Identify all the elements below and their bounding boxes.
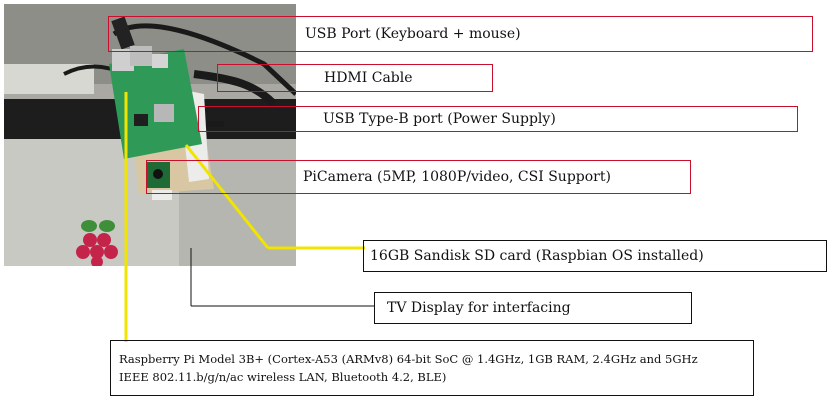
- callout-sd-card-text: 16GB Sandisk SD card (Raspbian OS instal…: [370, 248, 704, 264]
- callout-usb-port: USB Port (Keyboard + mouse): [108, 16, 813, 52]
- spec-line-1: Raspberry Pi Model 3B+ (Cortex-A53 (ARMv…: [119, 352, 698, 366]
- raspberry-pi-setup-photo: [4, 4, 296, 266]
- callout-tv-display-text: TV Display for interfacing: [387, 300, 571, 316]
- callout-picamera: PiCamera (5MP, 1080P/video, CSI Support): [146, 160, 691, 194]
- raspberry-pi-spec-box: Raspberry Pi Model 3B+ (Cortex-A53 (ARMv…: [110, 340, 754, 396]
- callout-hdmi-cable-text: HDMI Cable: [324, 70, 413, 86]
- callout-tv-display: TV Display for interfacing: [374, 292, 692, 324]
- callout-picamera-text: PiCamera (5MP, 1080P/video, CSI Support): [303, 169, 611, 185]
- callout-usb-port-text: USB Port (Keyboard + mouse): [305, 26, 521, 42]
- leader-line-sd-card: [184, 144, 270, 249]
- callout-usb-type-b-text: USB Type-B port (Power Supply): [323, 111, 556, 127]
- callout-hdmi-cable: HDMI Cable: [217, 64, 493, 92]
- spec-line-2: IEEE 802.11.b/g/n/ac wireless LAN, Bluet…: [119, 370, 447, 384]
- callout-sd-card: 16GB Sandisk SD card (Raspbian OS instal…: [363, 240, 827, 272]
- callout-usb-type-b: USB Type-B port (Power Supply): [198, 106, 798, 132]
- raspberry-logo-icon: [76, 220, 118, 266]
